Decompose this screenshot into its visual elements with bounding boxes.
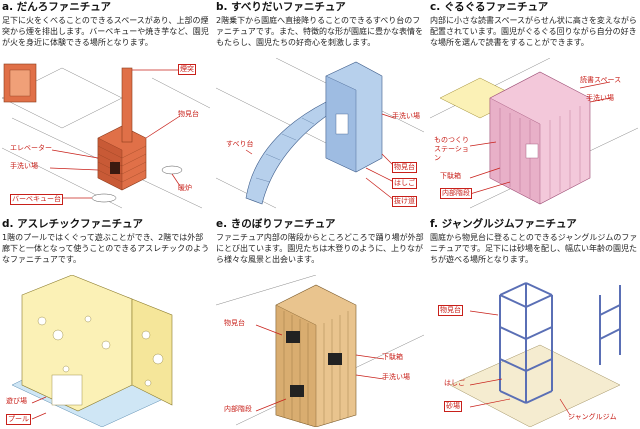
label-lookout: 物見台: [392, 162, 417, 173]
panel-b-illustration: すべり台 手洗い場 物見台 はしご 抜け道: [216, 57, 424, 210]
panel-e-illustration: 物見台 下駄箱 手洗い場 内部階段: [216, 274, 424, 427]
label-reading-space: 読書スペース: [580, 76, 622, 84]
panel-d: d. アスレチックファニチュア 1階のプールではくぐって遊ぶことができ、2階では…: [2, 217, 210, 427]
panel-e-description: ファニチュア内部の階段からところどころで踊り場が外部にとび出ています。園児たちは…: [216, 233, 424, 264]
label-passage: 抜け道: [392, 196, 417, 207]
label-bbq: バーベキュー台: [10, 194, 63, 205]
label-lookout: 物見台: [438, 305, 463, 316]
label-inner-stairs: 内部階段: [224, 405, 252, 413]
panel-b: b. すべりだいファニチュア 2階乗下から園庭へ直接降りることのできるすべり台の…: [216, 0, 424, 210]
panel-f-title: f. ジャングルジムファニチュア: [430, 218, 577, 230]
label-pool: プール: [6, 414, 31, 425]
panel-c: c. ぐるぐるファニチュア 内部に小さな読書スペースがらせん状に高さを変えながら…: [430, 0, 638, 210]
label-inner-stairs: 内部階段: [440, 188, 472, 199]
panel-a-illustration: 煙突 物見台 エレベーター 手洗い場 暖炉 バーベキュー台: [2, 58, 210, 210]
label-handwash: 手洗い場: [382, 373, 410, 381]
label-slide: すべり台: [226, 140, 254, 148]
label-shoe-box: 下駄箱: [382, 353, 403, 361]
panel-a-title: a. だんろファニチュア: [2, 1, 112, 13]
label-sandbox: 砂場: [444, 401, 462, 412]
label-jungle-gym: ジャングルジム: [568, 413, 617, 421]
panel-d-description: 1階のプールではくぐって遊ぶことができ、2階では外部廊下と一体となって使うことの…: [2, 233, 210, 264]
panel-a: a. だんろファニチュア 足下に火をくべることのできるスペースがあり、上部の煙突…: [2, 0, 210, 210]
label-handwash: 手洗い場: [586, 94, 614, 102]
label-shoe-box: 下駄箱: [440, 172, 461, 180]
panel-e: e. きのぼりファニチュア ファニチュア内部の階段からところどころで踊り場が外部…: [216, 217, 424, 427]
label-lookout: 物見台: [224, 319, 245, 327]
panel-c-description: 内部に小さな読書スペースがらせん状に高さを変えながら配置されています。園児がぐる…: [430, 16, 637, 47]
label-ladder: はしご: [392, 178, 417, 189]
panel-d-illustration: 遊び場 プール: [2, 274, 210, 427]
panel-d-title: d. アスレチックファニチュア: [2, 218, 143, 230]
label-play-area: 遊び場: [6, 397, 27, 405]
panel-c-title: c. ぐるぐるファニチュア: [430, 1, 549, 13]
label-elevator: エレベーター: [10, 144, 52, 152]
label-craft-station: ものつくり ステーション: [434, 136, 469, 162]
label-handwash: 手洗い場: [392, 112, 420, 120]
panel-b-title: b. すべりだいファニチュア: [216, 1, 346, 13]
label-ladder: はしご: [444, 379, 465, 387]
label-chimney: 煙突: [178, 64, 196, 75]
label-fireplace: 暖炉: [178, 184, 192, 192]
panel-f: f. ジャングルジムファニチュア 園庭から物見台に登ることのできるジャングルジム…: [430, 217, 638, 427]
label-handwash: 手洗い場: [10, 162, 38, 170]
panel-f-description: 園庭から物見台に登ることのできるジャングルジムのファニチュアです。足下には砂場を…: [430, 233, 638, 264]
panel-a-description: 足下に火をくべることのできるスペースがあり、上部の煙突から煙を排出します。バーベ…: [2, 16, 209, 47]
panel-f-illustration: 物見台 はしご 砂場 ジャングルジム: [430, 275, 638, 427]
panel-e-title: e. きのぼりファニチュア: [216, 218, 336, 230]
panel-b-description: 2階乗下から園庭へ直接降りることのできるすべり台のファニチュアです。また、特徴的…: [216, 16, 424, 47]
panel-c-illustration: 読書スペース 手洗い場 ものつくり ステーション 下駄箱 内部階段: [430, 57, 638, 210]
label-lookout: 物見台: [178, 110, 199, 118]
